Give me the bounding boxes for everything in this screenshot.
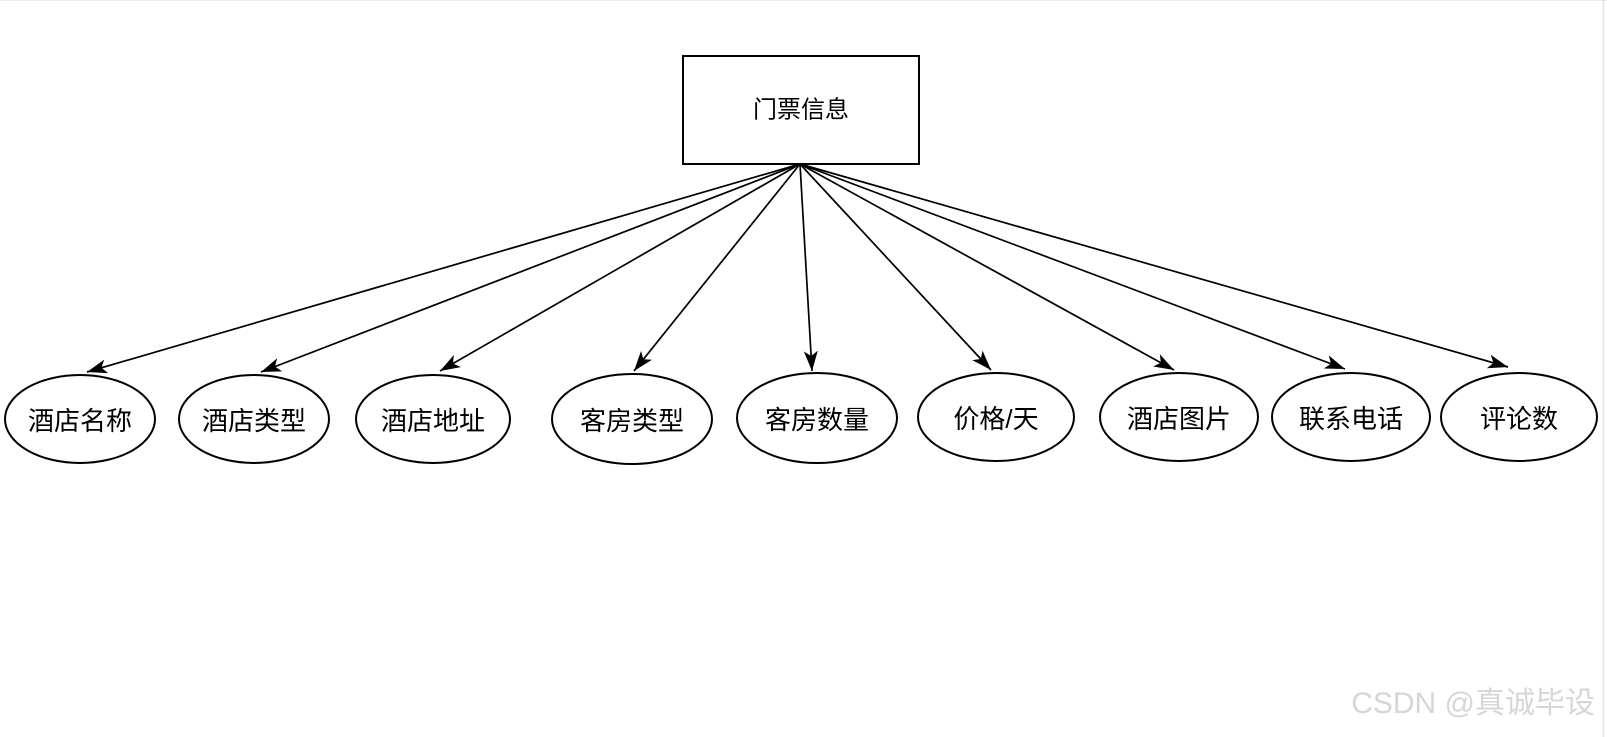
connector-line-hotel-name <box>86 163 801 374</box>
attribute-node-price-per-day: 价格/天 <box>917 372 1075 462</box>
attribute-ellipse <box>178 374 330 464</box>
attribute-label: 价格/天 <box>953 404 1038 434</box>
connector-line-hotel-type <box>260 163 801 373</box>
csdn-watermark: CSDN @真诚毕设 <box>1351 687 1595 720</box>
attribute-node-comment-count: 评论数 <box>1440 372 1598 462</box>
attribute-ellipse <box>1271 372 1431 462</box>
attribute-node-hotel-address: 酒店地址 <box>355 374 511 464</box>
attribute-ellipse <box>355 374 511 464</box>
attribute-node-contact-phone: 联系电话 <box>1271 372 1431 462</box>
attribute-ellipse <box>736 372 898 464</box>
attribute-label: 酒店图片 <box>1127 404 1231 434</box>
attribute-node-hotel-image: 酒店图片 <box>1099 372 1259 462</box>
attribute-node-room-count: 客房数量 <box>736 372 898 464</box>
attribute-label: 酒店名称 <box>28 406 132 436</box>
attribute-ellipse <box>917 372 1075 462</box>
connector-line-room-type <box>633 163 801 372</box>
attribute-node-room-type: 客房类型 <box>551 373 713 465</box>
connector-line-hotel-address <box>439 163 801 372</box>
attribute-ellipse <box>551 373 713 465</box>
connector-line-room-count <box>799 163 818 372</box>
connector-line-hotel-image <box>799 163 1175 371</box>
attribute-node-hotel-name: 酒店名称 <box>4 374 156 464</box>
connector-line-price-per-day <box>799 163 992 371</box>
root-entity-box <box>682 55 920 165</box>
root-entity-label: 门票信息 <box>753 97 849 124</box>
attribute-label: 客房数量 <box>765 405 869 435</box>
attribute-label: 酒店类型 <box>202 406 306 436</box>
attribute-ellipse <box>4 374 156 464</box>
attribute-label: 联系电话 <box>1299 404 1403 434</box>
attribute-label: 评论数 <box>1480 404 1558 434</box>
attribute-ellipse <box>1440 372 1598 462</box>
connector-group <box>86 163 1509 374</box>
attribute-label: 客房类型 <box>580 406 684 436</box>
attribute-node-hotel-type: 酒店类型 <box>178 374 330 464</box>
connector-line-contact-phone <box>799 163 1346 370</box>
attribute-ellipse <box>1099 372 1259 462</box>
root-entity-node: 门票信息 <box>682 55 920 165</box>
attribute-label: 酒店地址 <box>381 406 485 436</box>
connector-line-comment-count <box>799 163 1509 369</box>
